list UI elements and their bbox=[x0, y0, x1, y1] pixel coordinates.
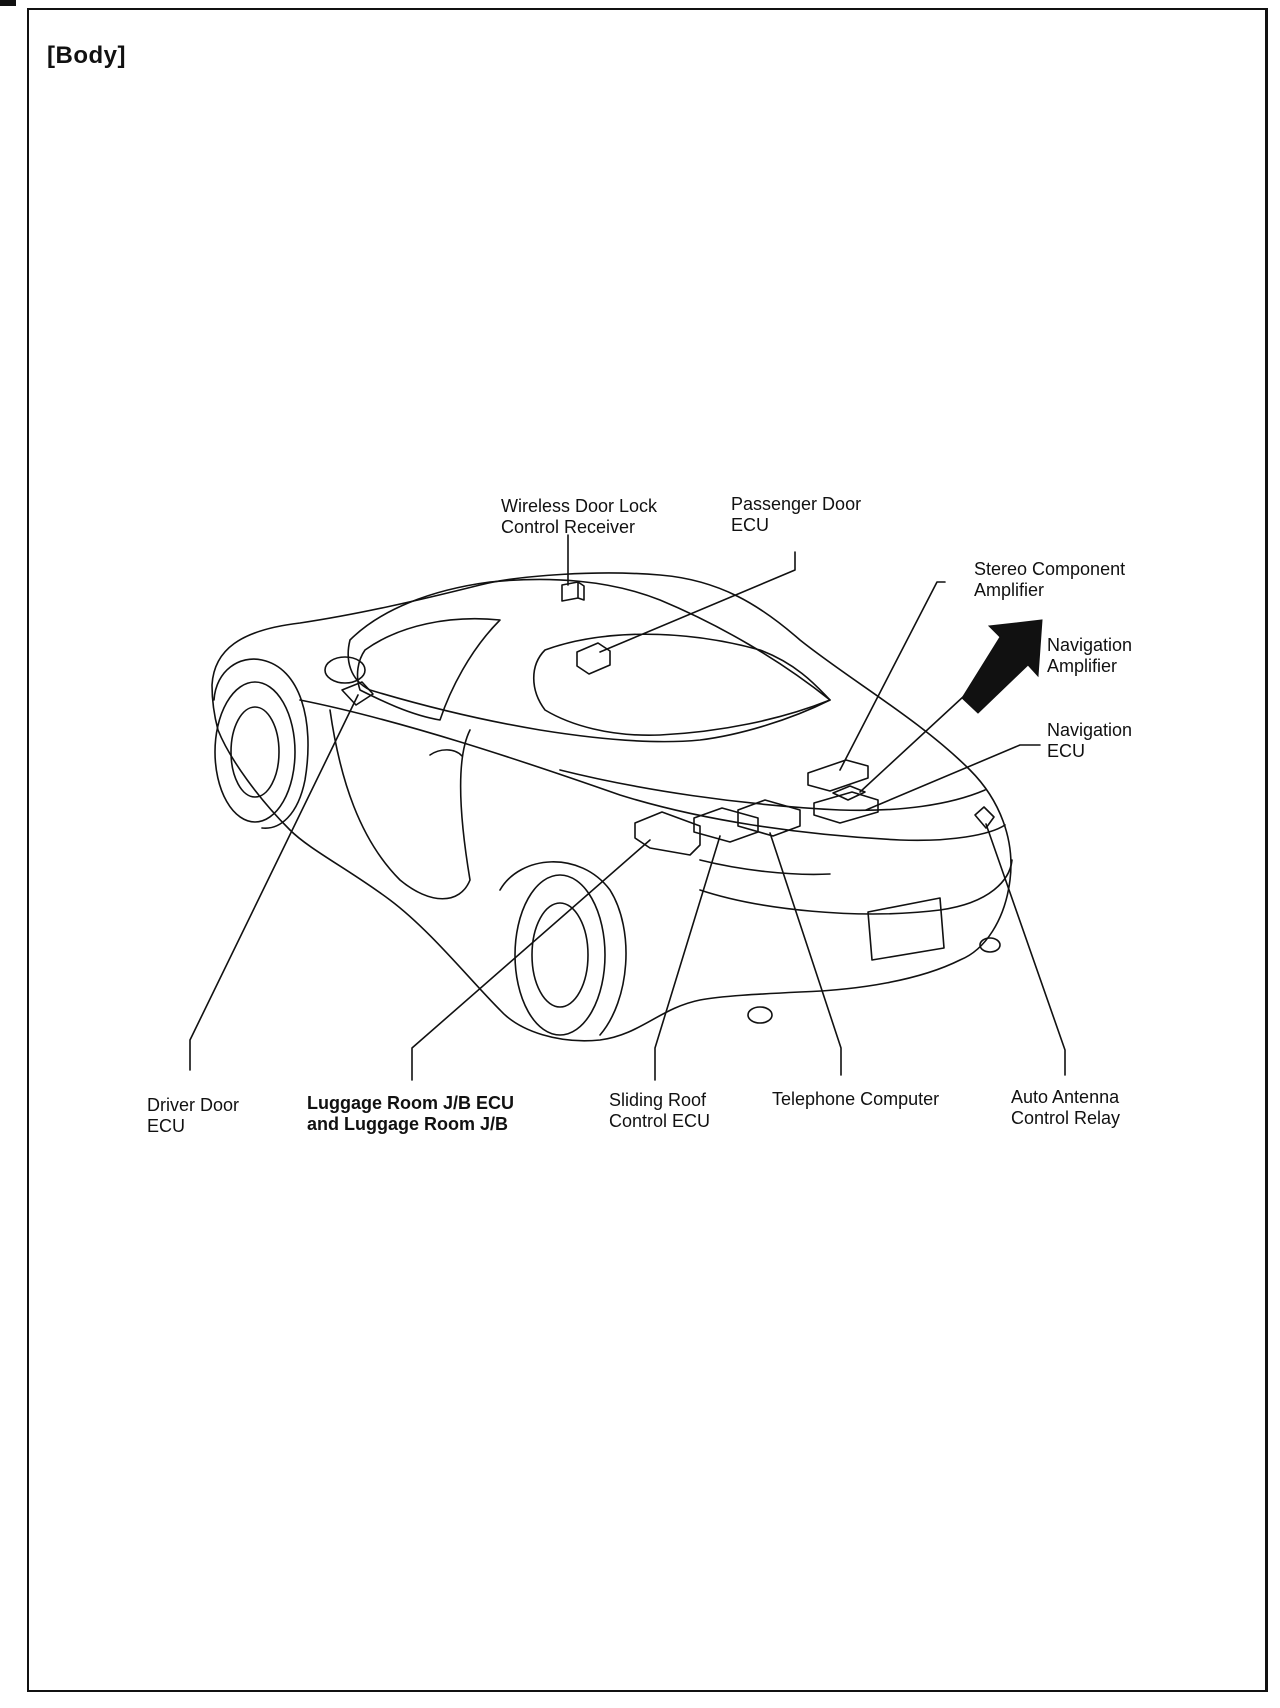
door-handle bbox=[429, 749, 463, 757]
leader-line bbox=[985, 823, 1066, 1076]
nav-amp-box bbox=[832, 785, 866, 801]
rear-window bbox=[533, 633, 831, 737]
page-frame bbox=[27, 8, 1268, 1692]
leader-line bbox=[189, 694, 359, 1071]
nav-ecu-box bbox=[813, 791, 879, 824]
leader-line bbox=[839, 581, 946, 771]
telephone-box bbox=[737, 799, 801, 837]
driver-ecu-box bbox=[341, 681, 374, 706]
door-line bbox=[329, 709, 471, 900]
leader-line bbox=[865, 744, 1041, 811]
license-plate bbox=[867, 897, 945, 961]
front-wheel bbox=[214, 681, 296, 823]
corner-mark bbox=[0, 0, 16, 6]
rear-wheel-hub bbox=[531, 902, 589, 1008]
leader-line bbox=[769, 832, 842, 1076]
wireless-receiver-box bbox=[561, 581, 585, 602]
leader-line bbox=[411, 839, 651, 1081]
front-direction-arrow-icon bbox=[961, 619, 1043, 714]
belt-line bbox=[299, 699, 1006, 842]
label-telephone-computer: Telephone Computer bbox=[772, 1089, 940, 1109]
tail-light bbox=[699, 859, 831, 876]
side-window bbox=[356, 617, 501, 721]
trunk-line bbox=[559, 769, 986, 812]
leader-line bbox=[654, 835, 721, 1081]
car-roof bbox=[347, 578, 831, 743]
passenger-ecu-box bbox=[576, 642, 611, 675]
exhaust-pipe bbox=[979, 937, 1001, 953]
rear-wheel bbox=[514, 874, 606, 1036]
leader-line bbox=[599, 551, 796, 653]
rear-bumper bbox=[699, 859, 1013, 915]
front-wheel-hub bbox=[230, 706, 280, 798]
rear-wheel-arch bbox=[499, 861, 627, 1036]
exhaust-pipe bbox=[747, 1006, 773, 1024]
front-wheel-arch bbox=[213, 658, 309, 829]
car-outline bbox=[211, 572, 1012, 1042]
antenna-relay-box bbox=[974, 806, 995, 829]
luggage-jb-box bbox=[634, 811, 701, 856]
side-mirror bbox=[324, 656, 366, 684]
stereo-amp-box bbox=[807, 759, 869, 792]
section-title: [Body] bbox=[47, 42, 126, 69]
